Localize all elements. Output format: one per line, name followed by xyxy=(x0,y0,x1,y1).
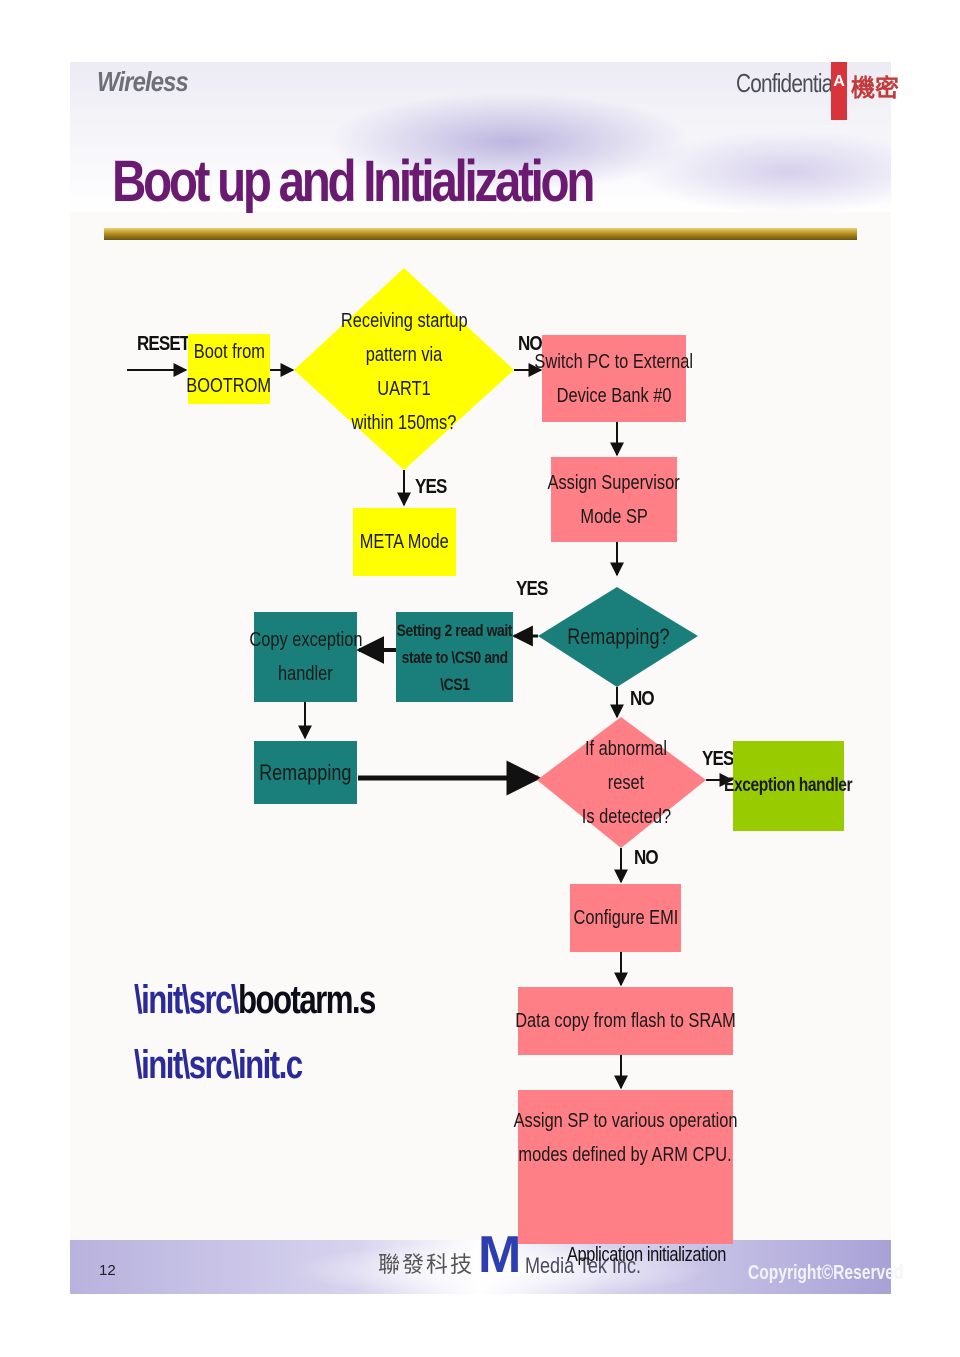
logo-m-icon: M xyxy=(478,1226,522,1284)
assign-sp-line-2: modes defined by ARM CPU. xyxy=(518,1144,733,1166)
source-file-init: \init\src\init.c xyxy=(134,1043,303,1088)
source-name-1: bootarm.s xyxy=(238,978,376,1022)
source-file-bootarm: \init\src\bootarm.s xyxy=(134,978,376,1023)
no-label-receiving: NO xyxy=(518,333,543,355)
receiving-line-2: pattern via UART1 xyxy=(365,344,443,400)
yes-label-receiving: YES xyxy=(415,476,447,498)
copy-exception-line-2: handler xyxy=(278,663,333,685)
page-number: 12 xyxy=(99,1262,116,1279)
source-dir-1: \init\src\ xyxy=(134,978,240,1022)
decision-remapping: Remapping? xyxy=(548,616,688,658)
header-band xyxy=(70,62,891,212)
switch-pc-box: Switch PC to External Device Bank #0 xyxy=(535,335,693,422)
switch-pc-line-2: Device Bank #0 xyxy=(556,384,672,407)
receiving-line-1: Receiving startup xyxy=(340,310,468,332)
assign-sp-box: Assign SP to various operation modes def… xyxy=(514,1090,737,1244)
copyright-text: Copyright©Reserved xyxy=(748,1262,904,1284)
confidential-label: Confidential xyxy=(736,68,837,98)
assign-supervisor-line-1: Assign Supervisor xyxy=(547,471,681,494)
boot-from-line-2: BOOTROM xyxy=(186,375,272,397)
assign-supervisor-box: Assign Supervisor Mode SP xyxy=(547,457,681,542)
decision-abnormal-shape xyxy=(537,717,706,848)
confidential-badge: A xyxy=(831,62,847,120)
source-name-2: init.c xyxy=(238,1043,303,1087)
configure-emi-box: Configure EMI xyxy=(570,884,681,952)
reset-label: RESET xyxy=(137,333,190,355)
meta-mode-label: META Mode xyxy=(359,531,450,553)
data-copy-box: Data copy from flash to SRAM xyxy=(515,987,736,1055)
data-copy-label: Data copy from flash to SRAM xyxy=(515,1010,736,1032)
no-label-abnormal: NO xyxy=(634,847,659,869)
application-initialization-label: Application initialization xyxy=(567,1244,726,1266)
remapping-box: Remapping xyxy=(254,741,357,804)
decision-remapping-shape xyxy=(538,587,698,687)
configure-emi-label: Configure EMI xyxy=(573,907,678,929)
meta-mode-box: META Mode xyxy=(353,508,456,576)
decision-receiving-shape xyxy=(294,268,514,470)
slide-title: Boot up and Initialization xyxy=(112,149,595,214)
no-label-remapping: NO xyxy=(630,688,655,710)
setting-line-2: state to \CS0 and xyxy=(401,647,508,667)
boot-from-line-1: Boot from xyxy=(193,341,265,363)
footer-band xyxy=(70,1240,891,1294)
brand-wireless: Wireless xyxy=(97,66,189,97)
setting-read-wait-box: Setting 2 read wait state to \CS0 and \C… xyxy=(396,612,513,702)
decision-receiving-startup: Receiving startup pattern via UART1 with… xyxy=(324,310,484,434)
yes-label-remapping: YES xyxy=(516,578,548,600)
remapping-label: Remapping xyxy=(259,759,352,785)
mediatek-logo: 聯發科技 M Media Tek Inc. xyxy=(378,1219,667,1283)
logo-name: Media Tek Inc. xyxy=(525,1253,642,1278)
switch-pc-line-1: Switch PC to External xyxy=(534,350,694,373)
decision-abnormal-reset: If abnormal reset Is detected? xyxy=(556,738,696,828)
source-dir-2: \init\src\ xyxy=(134,1043,240,1087)
copy-exception-line-1: Copy exception xyxy=(248,629,363,651)
remapping-question-label: Remapping? xyxy=(566,624,670,649)
assign-supervisor-line-2: Mode SP xyxy=(580,505,648,528)
exception-handler-box: Exception handler xyxy=(724,741,853,831)
copy-exception-box: Copy exception handler xyxy=(249,612,362,702)
confidential-cjk: 機密 xyxy=(851,75,899,102)
logo-cjk: 聯發科技 xyxy=(378,1252,475,1277)
receiving-line-3: within 150ms? xyxy=(351,412,457,434)
title-underline xyxy=(104,228,857,240)
boot-from-bootrom-box: Boot from BOOTROM xyxy=(186,334,272,404)
yes-label-abnormal: YES xyxy=(702,748,734,770)
setting-line-1: Setting 2 read wait xyxy=(396,620,513,640)
abnormal-line-2: Is detected? xyxy=(581,806,671,828)
abnormal-line-1: If abnormal reset xyxy=(584,738,668,794)
setting-line-3: \CS1 xyxy=(439,674,470,694)
assign-sp-line-1: Assign SP to various operation xyxy=(513,1110,738,1132)
exception-handler-label: Exception handler xyxy=(724,775,853,796)
